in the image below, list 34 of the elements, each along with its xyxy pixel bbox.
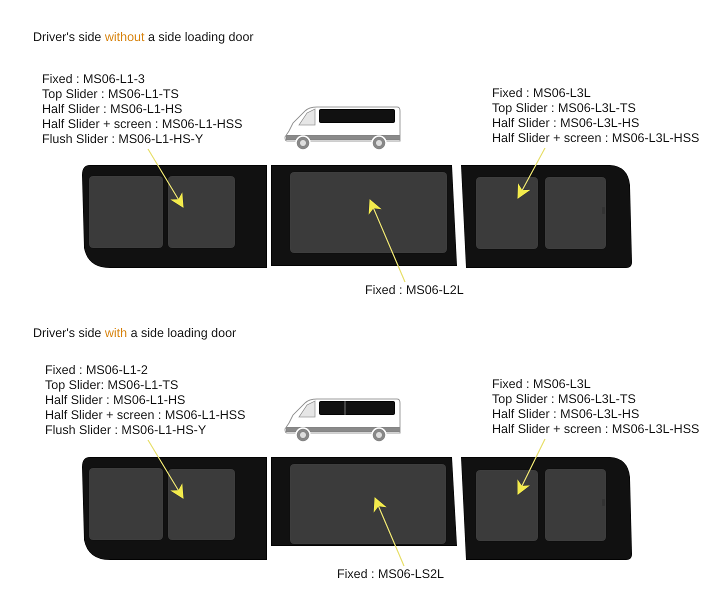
leader-arrow xyxy=(517,148,546,199)
window-pane xyxy=(290,172,447,253)
window-pane xyxy=(290,464,446,544)
window-pane xyxy=(476,177,538,249)
leader-arrow xyxy=(147,148,184,208)
part-number-text: Top Slider : MS06-L1-TS xyxy=(42,87,179,102)
part-number-text: Fixed : MS06-L1-2 xyxy=(45,363,148,378)
leader-arrow xyxy=(374,497,405,566)
part-number-text: Half Slider : MS06-L1-HS xyxy=(42,102,182,117)
part-number-text: Half Slider + screen : MS06-L1-HSS xyxy=(45,408,246,423)
part-number-text: Half Slider : MS06-L1-HS xyxy=(45,393,186,408)
part-number-text: Half Slider + screen : MS06-L3L-HSS xyxy=(492,131,700,146)
part-number-text: Flush Slider : MS06-L1-HS-Y xyxy=(42,132,204,147)
part-number-text: Half Slider + screen : MS06-L3L-HSS xyxy=(492,422,700,437)
part-number-text: Half Slider : MS06-L3L-HS xyxy=(492,407,640,422)
window-pane xyxy=(168,176,235,248)
part-number-text: Flush Slider : MS06-L1-HS-Y xyxy=(45,423,206,438)
window-pane xyxy=(476,470,538,541)
part-number-text: Top Slider : MS06-L3L-TS xyxy=(492,392,636,407)
leader-arrow xyxy=(147,440,184,499)
window-pane xyxy=(168,469,235,540)
leader-arrow xyxy=(368,199,406,282)
section-heading: Driver's side with a side loading door xyxy=(33,326,236,341)
section-heading: Driver's side without a side loading door xyxy=(33,30,254,45)
part-number-text: Half Slider + screen : MS06-L1-HSS xyxy=(42,117,242,132)
part-number-text: Fixed : MS06-L3L xyxy=(492,86,591,101)
part-number-text: Fixed : MS06-L2L xyxy=(365,283,464,298)
leader-arrow xyxy=(517,438,546,495)
part-number-text: Top Slider : MS06-L3L-TS xyxy=(492,101,636,116)
part-number-text: Fixed : MS06-L3L xyxy=(492,377,591,392)
part-number-text: Top Slider: MS06-L1-TS xyxy=(45,378,178,393)
part-number-text: Fixed : MS06-L1-3 xyxy=(42,72,145,87)
part-number-text: Half Slider : MS06-L3L-HS xyxy=(492,116,640,131)
part-number-text: Fixed : MS06-LS2L xyxy=(337,567,444,582)
